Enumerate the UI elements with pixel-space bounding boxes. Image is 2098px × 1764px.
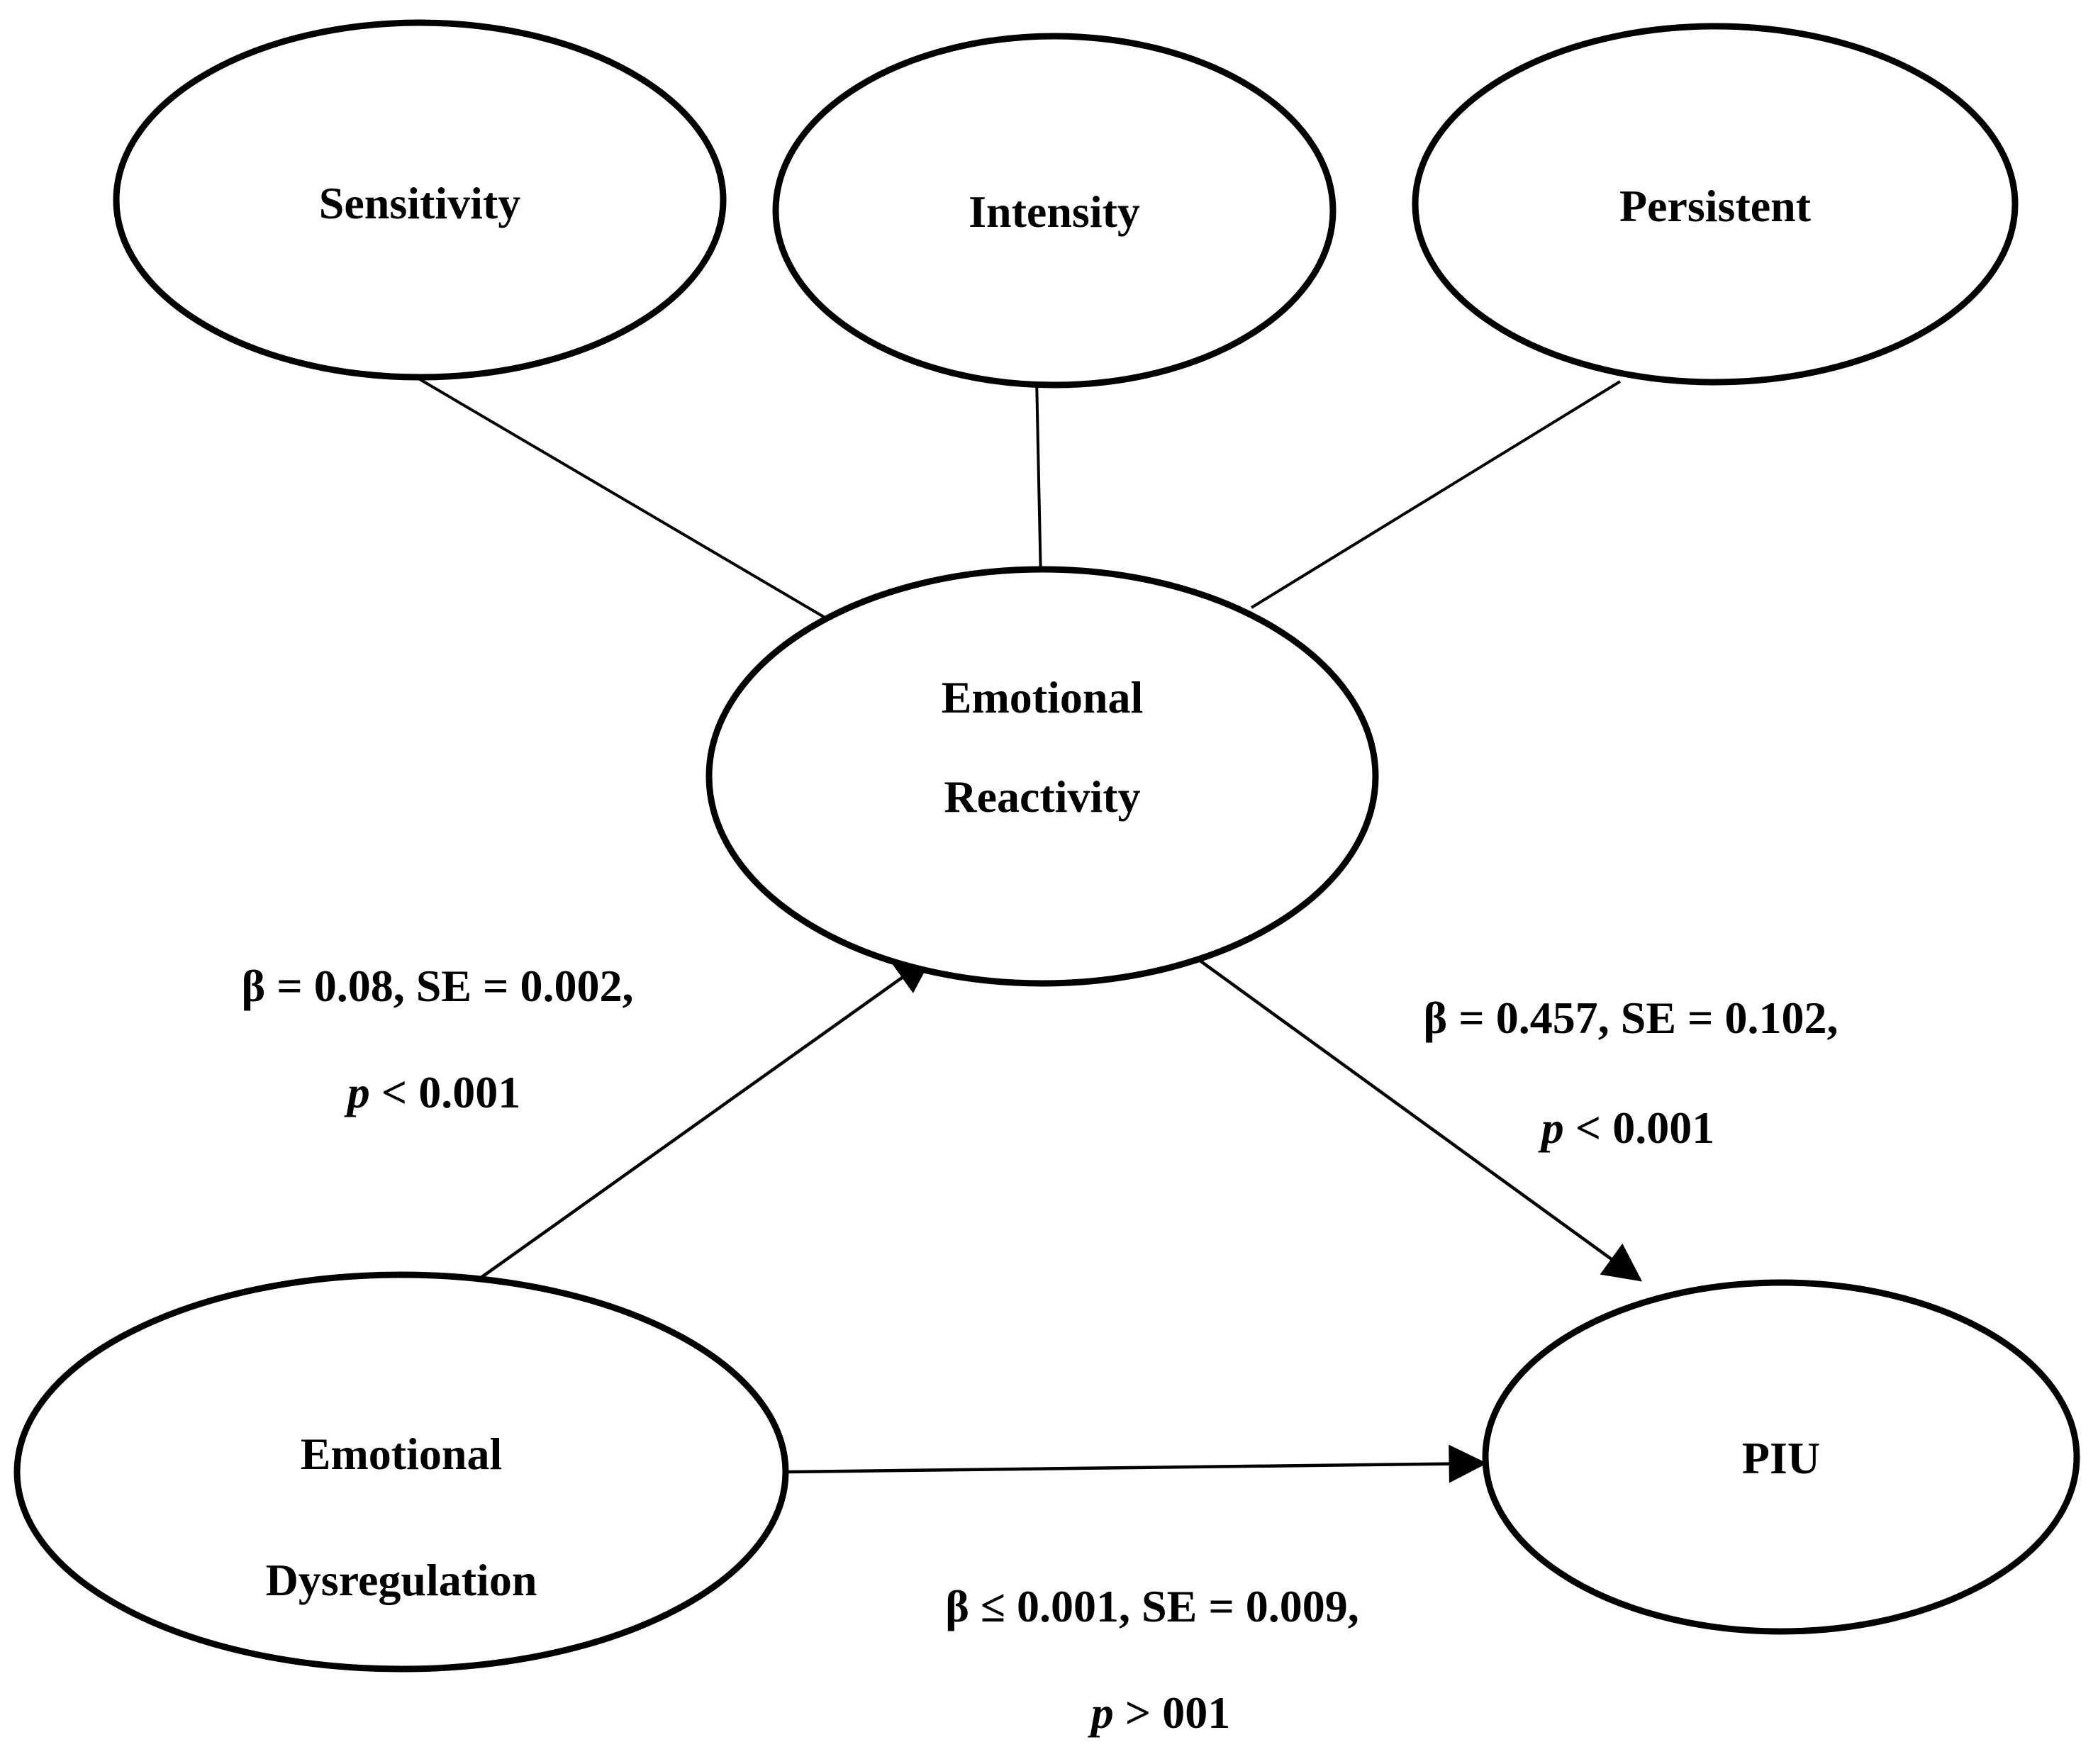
stats-line1: β ≤ 0.001, SE = 0.009, [945,1581,1359,1631]
node-intensity-label: Intensity [969,186,1140,237]
edge-sensitivity-to-reactivity [394,364,832,623]
node-emotional-reactivity-label-line2: Reactivity [944,771,1140,822]
arrow-dysregulation-to-piu [786,1444,1488,1483]
node-intensity: Intensity [772,33,1337,389]
stats-line2: p < 0.001 [1538,1102,1714,1153]
stats-line2: p > 001 [1088,1687,1230,1738]
stats-label-dysregulation-to-piu: β ≤ 0.001, SE = 0.009, p > 001 [945,1581,1359,1738]
stats-label-dysregulation-to-reactivity: β = 0.08, SE = 0.002, p < 0.001 [242,961,634,1117]
stats-label-reactivity-to-piu: β = 0.457, SE = 0.102, p < 0.001 [1424,993,1838,1153]
edge-intensity-to-reactivity [1035,377,1042,582]
node-piu: PIU [1482,1279,2080,1635]
node-sensitivity-label: Sensitivity [319,178,520,228]
edge-persistent-to-reactivity [1250,380,1622,609]
stats-line2: p < 0.001 [344,1067,520,1117]
arrow-dysregulation-to-reactivity [467,955,934,1288]
node-sensitivity: Sensitivity [113,19,727,381]
node-emotional-dysregulation-label-line2: Dysregulation [266,1555,537,1605]
node-persistent: Persistent [1412,23,2019,386]
node-emotional-dysregulation-label-line1: Emotional [301,1429,502,1479]
node-persistent-label: Persistent [1619,181,1812,231]
node-emotional-reactivity: Emotional Reactivity [705,566,1379,987]
stats-line1: β = 0.08, SE = 0.002, [242,961,634,1011]
node-emotional-dysregulation: Emotional Dysregulation [13,1271,789,1673]
node-piu-label: PIU [1742,1433,1820,1483]
arrow-reactivity-to-piu [1166,936,1643,1282]
stats-line1: β = 0.457, SE = 0.102, [1424,993,1838,1043]
node-emotional-reactivity-label-line1: Emotional [942,672,1143,722]
